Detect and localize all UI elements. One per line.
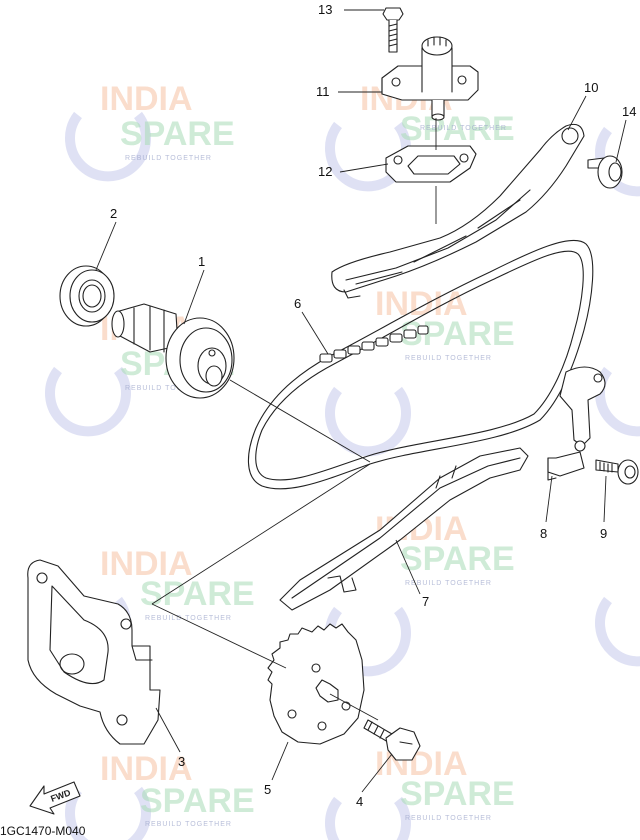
callout-8: 8 (540, 526, 547, 541)
svg-text:REBUILD TOGETHER: REBUILD TOGETHER (405, 580, 492, 587)
fwd-arrow-icon (29, 781, 81, 815)
part-10-tensioner-guide (331, 123, 585, 299)
part-11-tensioner (381, 36, 479, 121)
part-12-gasket (385, 145, 477, 183)
callout-9: 9 (600, 526, 607, 541)
callout-7: 7 (422, 594, 429, 609)
part-8-bracket (547, 366, 606, 481)
callout-10: 10 (584, 80, 598, 95)
watermark-mid-right: INDIA SPARE REBUILD TOGETHER (325, 285, 515, 457)
part-3-plate (27, 559, 161, 745)
diagram-code: 1GC1470-M040 (0, 824, 86, 838)
svg-text:SPARE: SPARE (120, 115, 235, 153)
watermark-bottom-left: INDIA SPARE REBUILD TOGETHER (65, 750, 255, 840)
svg-text:SPARE: SPARE (400, 775, 515, 813)
part-4-bolt (363, 719, 421, 761)
callout-1: 1 (198, 254, 205, 269)
svg-text:REBUILD TOGETHER: REBUILD TOGETHER (405, 355, 492, 362)
leader-lines (95, 9, 627, 793)
svg-text:REBUILD TOGETHER: REBUILD TOGETHER (145, 821, 232, 828)
svg-text:REBUILD TOGETHER: REBUILD TOGETHER (145, 615, 232, 622)
part-7-chain-guide (279, 447, 529, 611)
callout-6: 6 (294, 296, 301, 311)
svg-text:SPARE: SPARE (400, 540, 515, 578)
svg-text:SPARE: SPARE (140, 575, 255, 613)
svg-text:INDIA: INDIA (100, 545, 193, 583)
part-9-bolt (595, 459, 639, 485)
svg-text:REBUILD TOGETHER: REBUILD TOGETHER (405, 815, 492, 822)
callout-5: 5 (264, 782, 271, 797)
callouts: 13 11 12 10 14 2 1 6 8 9 7 3 5 4 (110, 2, 636, 809)
callout-13: 13 (318, 2, 332, 17)
callout-4: 4 (356, 794, 363, 809)
svg-text:SPARE: SPARE (400, 315, 515, 353)
part-14-bolt (587, 155, 623, 189)
svg-text:INDIA: INDIA (100, 80, 193, 118)
svg-text:SPARE: SPARE (400, 110, 515, 148)
part-1-camshaft (111, 303, 235, 399)
svg-text:REBUILD TOGETHER: REBUILD TOGETHER (125, 155, 212, 162)
watermark-bottom-right: INDIA SPARE REBUILD TOGETHER (325, 745, 515, 840)
callout-12: 12 (318, 164, 332, 179)
callout-2: 2 (110, 206, 117, 221)
part-2-bearing (59, 265, 115, 327)
part-13-bolt (382, 7, 404, 53)
svg-text:SPARE: SPARE (140, 782, 255, 820)
callout-14: 14 (622, 104, 636, 119)
part-6-cam-chain (247, 239, 594, 490)
callout-3: 3 (178, 754, 185, 769)
svg-text:INDIA: INDIA (100, 750, 193, 788)
watermark-top: INDIA SPARE REBUILD TOGETHER (65, 80, 235, 182)
watermark-edge-right (595, 126, 640, 667)
part-5-sprocket (267, 623, 365, 745)
svg-text:REBUILD TOGETHER: REBUILD TOGETHER (420, 125, 507, 132)
svg-text:REBUILD TOGETHER: REBUILD TOGETHER (125, 385, 212, 392)
callout-11: 11 (316, 84, 330, 99)
